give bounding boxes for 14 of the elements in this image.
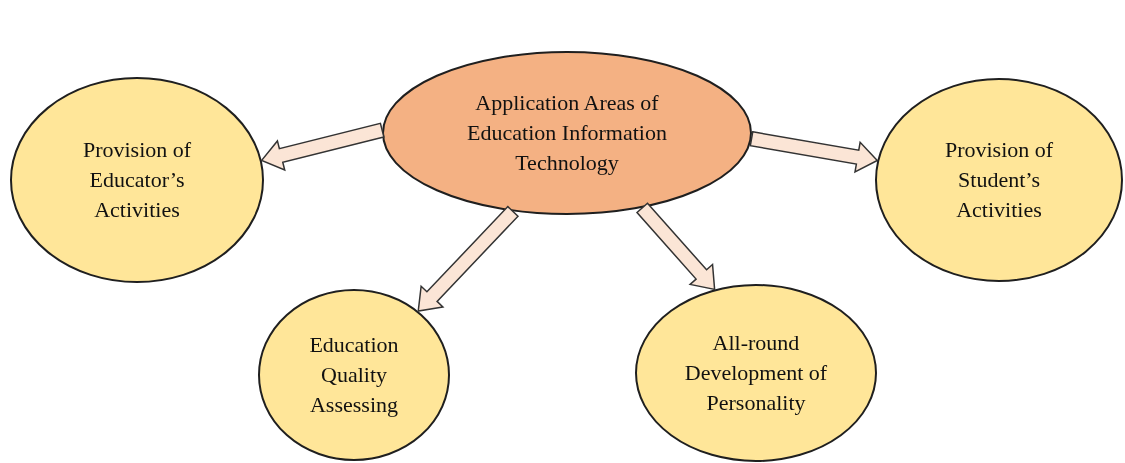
- ellipse-node: [382, 51, 752, 215]
- node-text: Provision of Student’s Activities: [943, 136, 1055, 224]
- ellipse-node: [258, 289, 450, 461]
- node-text: All-round Development of Personality: [683, 329, 829, 417]
- block-arrow: [635, 202, 716, 291]
- block-arrow: [749, 130, 879, 174]
- node-text: Application Areas of Education Information Technology: [466, 89, 668, 177]
- ellipse-node: [10, 77, 264, 283]
- ellipse-node: [635, 284, 877, 462]
- ellipse-node: [875, 78, 1123, 282]
- node-text: Provision of Educator’s Activities: [81, 136, 193, 224]
- block-arrow: [260, 122, 385, 172]
- block-arrow: [417, 205, 520, 312]
- node-text: Education Quality Assessing: [308, 331, 400, 419]
